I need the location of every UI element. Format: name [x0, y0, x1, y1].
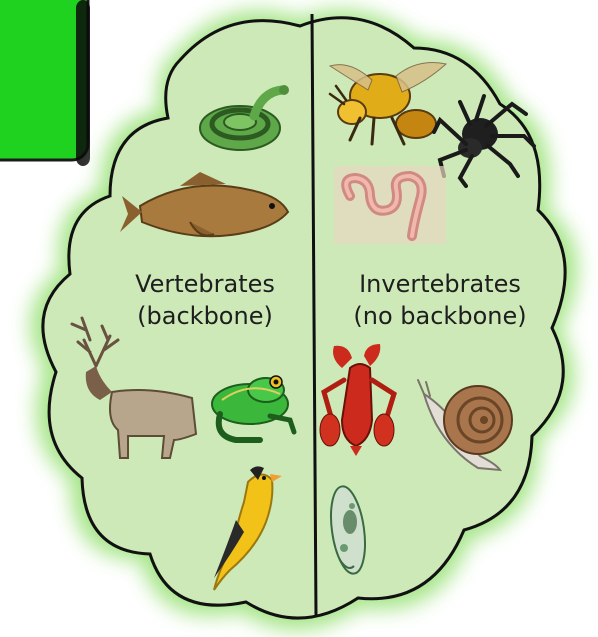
invertebrates-label: Invertebrates (no backbone) — [322, 268, 558, 332]
invertebrates-subtitle: (no backbone) — [322, 300, 558, 332]
vertebrates-title: Vertebrates — [105, 268, 305, 300]
title-box — [0, 0, 90, 166]
vertebrates-subtitle: (backbone) — [105, 300, 305, 332]
worm-icon — [334, 166, 446, 244]
invertebrates-title: Invertebrates — [322, 268, 558, 300]
vertebrates-label: Vertebrates (backbone) — [105, 268, 305, 332]
